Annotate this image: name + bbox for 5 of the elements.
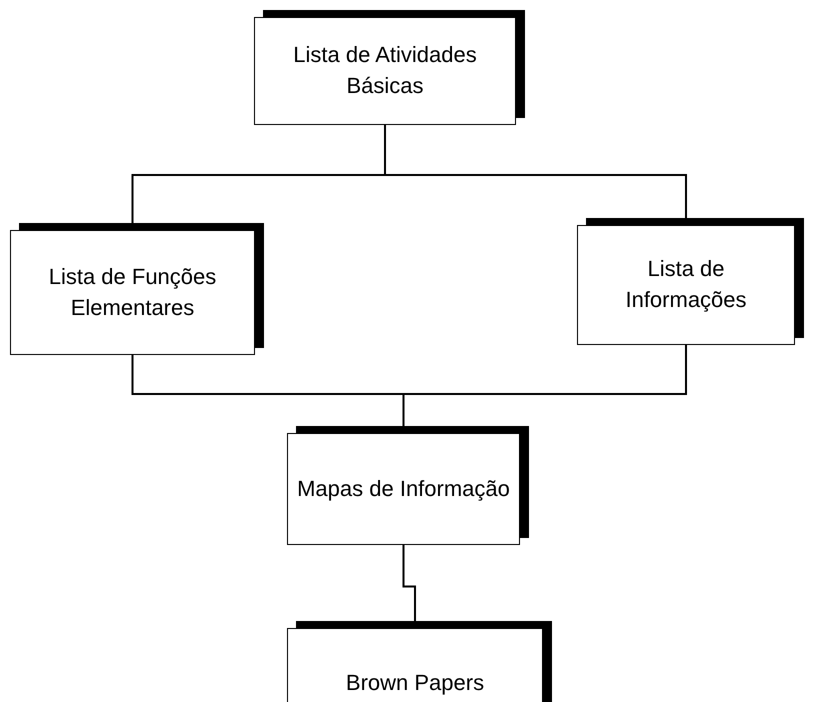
box-label: Brown Papers (344, 668, 486, 697)
box-label: Lista de Informações (624, 255, 748, 314)
box-label: Lista de Funções Elementares (48, 262, 218, 322)
box-label: Mapas de Informação (296, 474, 511, 503)
box-label: Lista de Atividades Básicas (292, 41, 478, 100)
